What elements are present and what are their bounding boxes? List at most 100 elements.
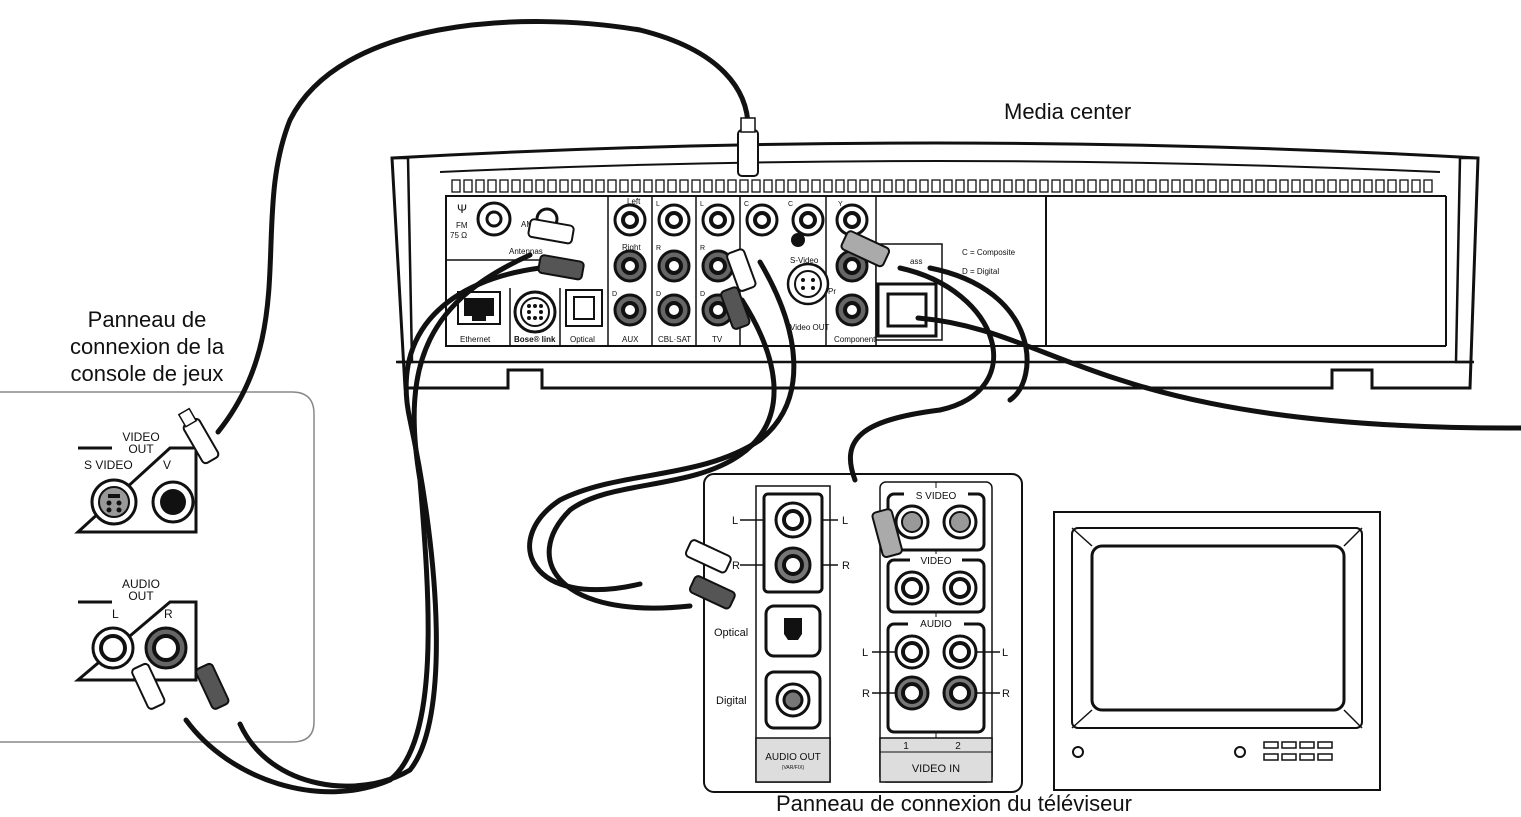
vent-slot [691,179,701,193]
vent-slot [1219,179,1229,193]
ethernet-label: Ethernet [460,335,491,344]
vent-slot [535,179,545,193]
vent-slot [799,179,809,193]
tv-audio-out-label: AUDIO OUT [765,752,821,763]
svg-text:L: L [732,515,738,527]
television-set [1053,511,1381,791]
vent-slot [1351,179,1361,193]
tv-video-label: VIDEO [920,556,951,567]
vent-slot [1411,179,1421,193]
svg-text:C: C [744,201,749,208]
media-center-rca-jack-center [621,211,639,229]
svg-text:R: R [656,245,661,252]
vent-slot [1267,179,1277,193]
media-center-rca-jack-center [709,211,727,229]
vent-slot [919,179,929,193]
svg-text:L: L [842,515,848,527]
component-label: Component [834,335,876,344]
svg-text:2: 2 [955,741,961,752]
vent-slot [643,179,653,193]
console-s-video-label: S VIDEO [84,458,133,472]
vent-slot [487,179,497,193]
media-center-rca-jack-center [843,257,861,275]
antennas-label: Antennas [509,247,543,256]
svg-text:Y: Y [838,201,843,208]
vent-slot [1099,179,1109,193]
vent-slot [775,179,785,193]
media-center-caption: Media center [1004,99,1132,124]
vent-slot [967,179,977,193]
vent-slot [1375,179,1385,193]
vent-slot [883,179,893,193]
vent-slot [1075,179,1085,193]
vent-slot [835,179,845,193]
vent-slot [667,179,677,193]
fm-ohm-label: 75 Ω [450,231,467,240]
vent-slot [823,179,833,193]
vent-slot [1303,179,1313,193]
tv-connection-panel: AUDIO OUT (VAR/FIX) L L R R Optical Digi… [703,473,1023,793]
vent-slot [1087,179,1097,193]
tv-video-in-label: VIDEO IN [912,763,960,775]
vent-slot [931,179,941,193]
bose-link-label: Bose® link [514,335,556,344]
media-center-rca-jack-center [709,257,727,275]
vent-slot [1339,179,1349,193]
vent-slot [1279,179,1289,193]
media-center-rca-jack-center [843,211,861,229]
cables [183,19,1521,795]
vent-slot [1399,179,1409,193]
vent-slot [1291,179,1301,193]
vent-slot [1255,179,1265,193]
vent-slot [451,179,461,193]
vent-slot [1063,179,1073,193]
media-center-rca-jack-center [665,211,683,229]
vent-slot [571,179,581,193]
media-center-rca-jack-center [843,301,861,319]
vent-slot [1159,179,1169,193]
vent-slot [583,179,593,193]
media-center-rca-jack-center [799,211,817,229]
vent-slot [1015,179,1025,193]
media-center-rca-jack-center [621,301,639,319]
s-video-label: S-Video [790,256,819,265]
left-label: Left [627,197,641,206]
vent-slot [1039,179,1049,193]
svg-text:R: R [1002,688,1010,700]
vent-slot [907,179,917,193]
vent-slot [595,179,605,193]
svg-text:D: D [612,291,617,298]
cbl-sat-label: CBL·SAT [658,335,691,344]
tv-audio-label: AUDIO [920,619,952,630]
console-panel-caption: Panneau de connexion de la console de je… [69,307,225,386]
vent-slot [1207,179,1217,193]
vent-slot [1171,179,1181,193]
vent-slot [523,179,533,193]
vent-slot [979,179,989,193]
svg-text:L: L [1002,647,1008,659]
vent-slot [751,179,761,193]
vent-slot [715,179,725,193]
vent-slot [703,179,713,193]
vent-slot [991,179,1001,193]
tv-panel-caption: Panneau de connexion du téléviseur [776,791,1132,816]
legend-composite: C = Composite [962,248,1016,257]
vent-slots [451,179,1433,193]
vent-slot [559,179,569,193]
vent-slot [1387,179,1397,193]
svg-text:R: R [862,688,870,700]
tv-digital-label: Digital [716,695,747,707]
svg-text:R: R [842,560,850,572]
vent-slot [1243,179,1253,193]
svg-text:D: D [656,291,661,298]
media-center-rca-jack-center [753,211,771,229]
vent-slot [619,179,629,193]
media-center-rca-jack-center [621,257,639,275]
media-center-rca-jack-center [709,301,727,319]
vent-slot [1315,179,1325,193]
vent-slot [871,179,881,193]
fm-label: FM [456,221,468,230]
